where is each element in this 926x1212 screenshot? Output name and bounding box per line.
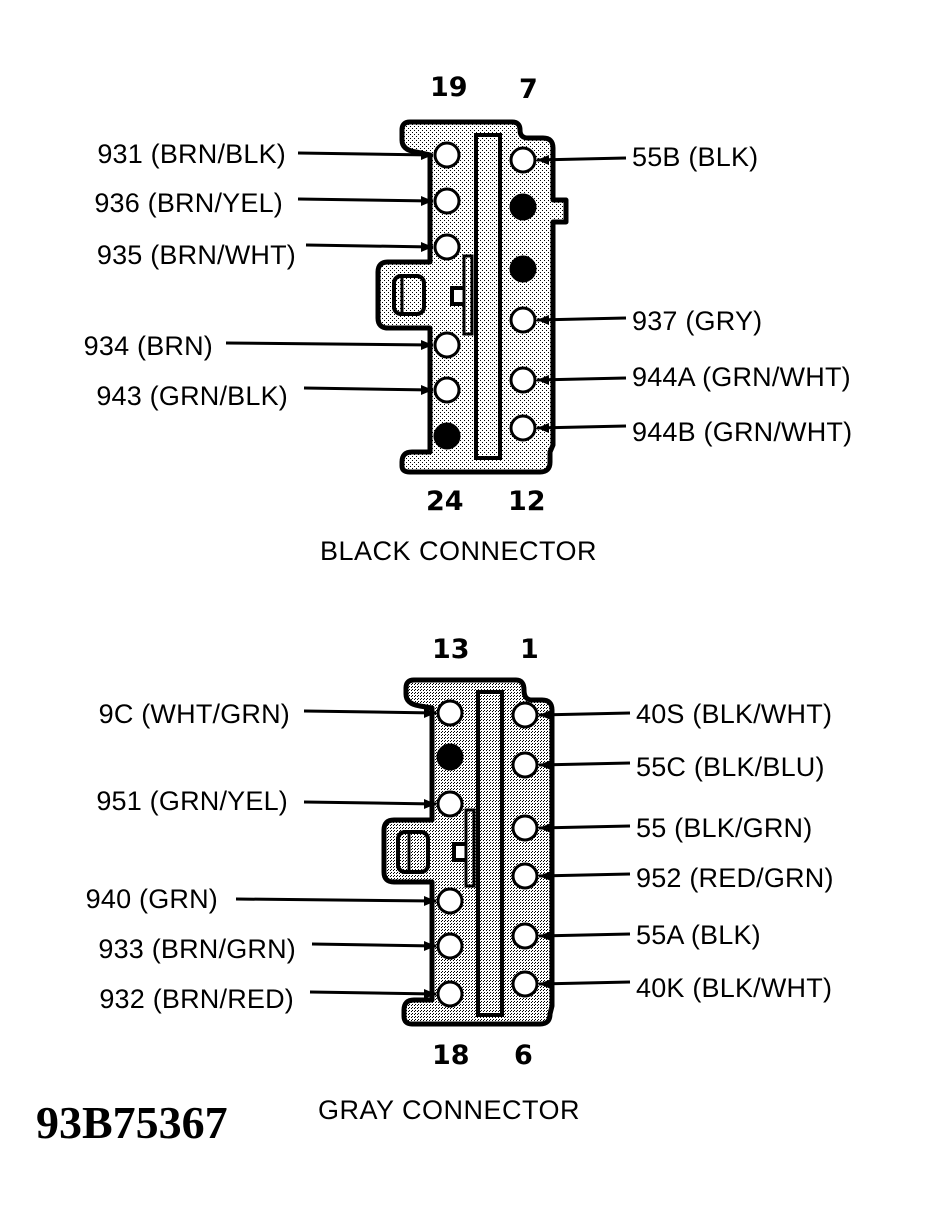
arrowhead-icon [421,196,433,206]
arrowhead-icon [539,931,551,941]
leader-line [309,990,437,996]
wire-label: 55C (BLK/BLU) [636,752,825,782]
arrowhead-icon [424,708,436,718]
wire-label: 40K (BLK/WHT) [636,973,833,1003]
pin-cavity [511,970,539,998]
plugged-cavity [433,422,461,450]
arrowhead-icon [539,823,551,833]
plugged-cavity [509,255,537,283]
wire-label: 934 (BRN) [83,331,213,361]
arrowhead-icon [539,710,551,720]
arrowhead-icon [424,941,436,951]
arrowhead-icon [424,896,436,906]
leader-line [536,424,627,430]
leader-line [297,197,434,203]
black-pin-number-top-left: 19 [430,72,468,103]
pin-cavity [436,887,464,915]
figure-id: 93B75367 [36,1097,228,1148]
pin-cavity [433,141,461,169]
wire-label: 936 (BRN/YEL) [94,188,283,218]
leader-line [536,376,627,382]
leader-line [538,872,631,878]
arrowhead-icon [421,150,433,160]
arrowhead-icon [539,760,551,770]
leader-line [225,341,434,347]
plugged-cavity [436,743,464,771]
wire-label: 937 (GRY) [632,306,763,336]
black-pin-number-bottom-left: 24 [426,486,464,517]
leader-line [235,897,437,903]
pin-cavity [433,233,461,261]
arrowhead-icon [537,375,549,385]
leader-line [311,942,437,948]
leader-line [536,156,627,162]
wire-label: 9C (WHT/GRN) [98,699,290,729]
arrowhead-icon [537,315,549,325]
wire-label: 55 (BLK/GRN) [636,813,813,843]
pin-cavity [436,790,464,818]
arrowhead-icon [421,340,433,350]
pin-cavity [433,331,461,359]
gray-connector-body [381,677,555,1027]
black-pin-number-top-right: 7 [519,74,538,105]
gray-pin-number-bottom-left: 18 [432,1040,470,1071]
leader-line [303,800,437,806]
wire-label: 55A (BLK) [636,920,761,950]
leader-line [538,980,631,986]
gray-connector-title: GRAY CONNECTOR [318,1095,581,1125]
arrowhead-icon [424,799,436,809]
gray-pin-number-top-right: 1 [520,634,539,665]
wire-label: 940 (GRN) [85,884,218,914]
wire-label: 943 (GRN/BLK) [96,381,288,411]
leader-line [538,711,631,717]
pin-cavity [511,862,539,890]
wire-label: 932 (BRN/RED) [99,984,294,1014]
wire-label: 944B (GRN/WHT) [632,417,853,447]
arrowhead-icon [421,242,433,252]
wire-label: 951 (GRN/YEL) [96,786,288,816]
leader-line [297,151,434,157]
pin-cavity [511,751,539,779]
wire-label: 935 (BRN/WHT) [96,240,296,270]
wire-label: 931 (BRN/BLK) [97,139,286,169]
arrowhead-icon [424,989,436,999]
pin-cavity [509,366,537,394]
leader-line [536,316,627,322]
pin-cavity [436,699,464,727]
pin-cavity [433,187,461,215]
arrowhead-icon [539,871,551,881]
black-pin-number-bottom-right: 12 [508,486,546,517]
pin-cavity [509,146,537,174]
pin-cavity [511,701,539,729]
leader-line [538,824,631,830]
black-connector-body [375,119,569,475]
pin-cavity [436,932,464,960]
wire-label: 933 (BRN/GRN) [98,934,296,964]
leader-line [303,386,434,392]
arrowhead-icon [537,423,549,433]
wire-label: 944A (GRN/WHT) [632,362,851,392]
black-connector-title: BLACK CONNECTOR [320,536,598,566]
wire-label: 952 (RED/GRN) [636,863,834,893]
gray-pin-number-bottom-right: 6 [514,1040,533,1071]
wire-label: 55B (BLK) [632,142,759,172]
pin-cavity [511,922,539,950]
pin-cavity [509,306,537,334]
arrowhead-icon [537,155,549,165]
plugged-cavity [509,193,537,221]
arrowhead-icon [421,385,433,395]
pin-cavity [433,376,461,404]
arrowhead-icon [539,979,551,989]
leader-line [305,243,434,249]
gray-pin-number-top-left: 13 [432,634,470,665]
leader-line [538,761,631,767]
pin-cavity [509,414,537,442]
wire-label: 40S (BLK/WHT) [636,699,833,729]
leader-line [303,709,437,715]
pin-cavity [511,814,539,842]
pin-cavity [436,980,464,1008]
leader-line [538,932,631,938]
